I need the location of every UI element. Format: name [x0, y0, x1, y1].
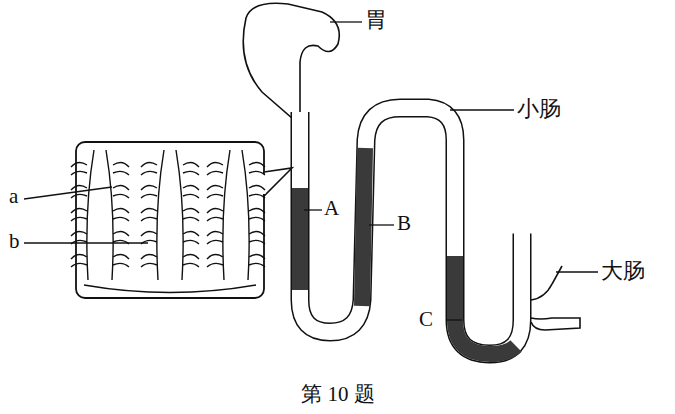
organ-label: 小肠: [516, 98, 562, 120]
small-intestine: [300, 108, 532, 354]
segment-c: [455, 256, 516, 354]
segment-label: A: [323, 198, 340, 219]
organ-label: 胃: [364, 9, 388, 31]
stomach: [243, 3, 339, 125]
segment-label: C: [418, 309, 434, 330]
leader-lines: [24, 22, 598, 320]
part-label: a: [8, 186, 19, 207]
segment-label: B: [396, 213, 412, 234]
villi-inset: [71, 142, 292, 298]
organ-label: 大肠: [600, 260, 646, 282]
caption: 第 10 题: [300, 384, 376, 405]
part-label: b: [8, 231, 21, 252]
segment-b: [362, 148, 365, 306]
large-intestine: [531, 266, 580, 330]
segment-a: [292, 188, 308, 290]
